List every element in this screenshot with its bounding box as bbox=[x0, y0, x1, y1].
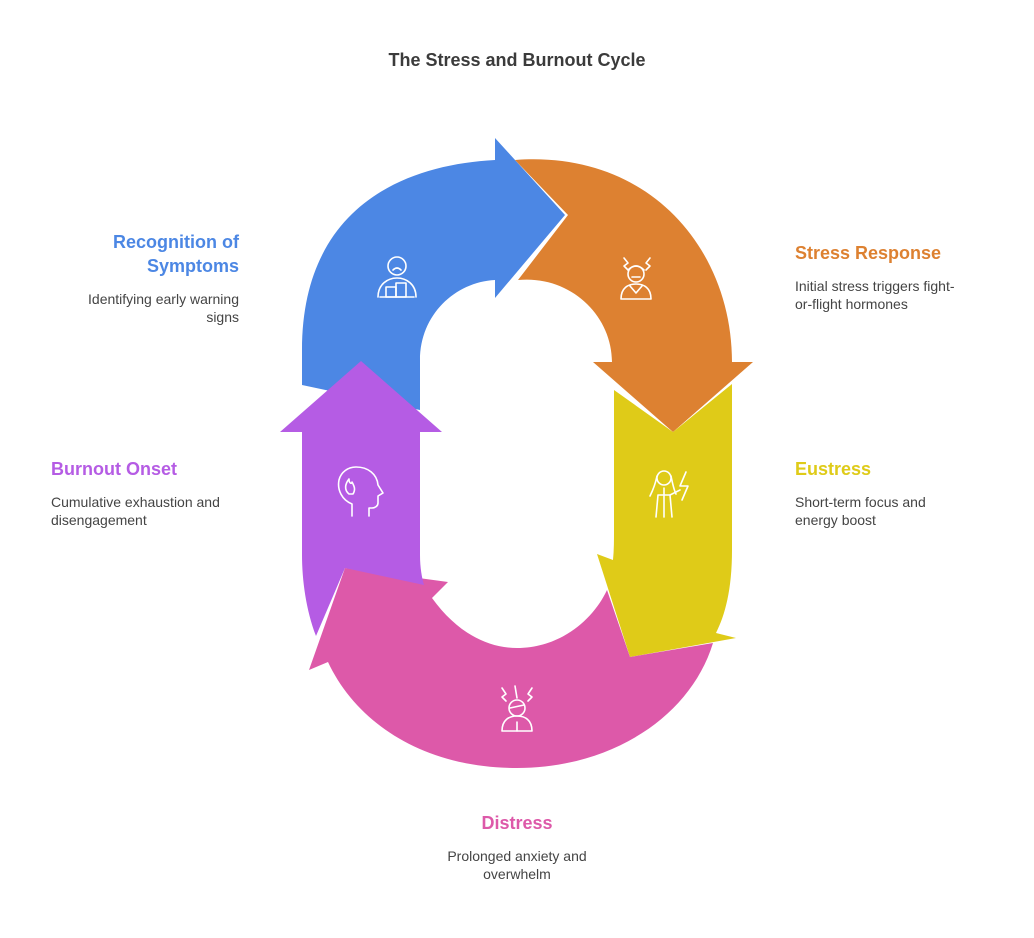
recognition-desc-line2: signs bbox=[206, 309, 239, 325]
energized-person-icon bbox=[649, 470, 689, 518]
recognition-label-line1: Recognition of bbox=[113, 232, 239, 252]
distress-description: Prolonged anxiety and overwhelm bbox=[367, 847, 667, 883]
person-at-desk-icon bbox=[377, 256, 417, 298]
recognition-desc-line1: Identifying early warning bbox=[88, 291, 239, 307]
arrow-distress bbox=[309, 568, 713, 768]
recognition-label-line2: Symptoms bbox=[146, 256, 239, 276]
stressed-woman-icon bbox=[620, 257, 652, 300]
arrow-burnout bbox=[280, 361, 442, 636]
burnout-description: Cumulative exhaustion and disengagement bbox=[51, 493, 271, 529]
eustress-description: Short-term focus and energy boost bbox=[795, 493, 1015, 529]
anxious-person-icon bbox=[501, 685, 533, 732]
arrow-stress-response bbox=[515, 159, 753, 432]
arrow-eustress bbox=[597, 384, 736, 657]
diagram-title: The Stress and Burnout Cycle bbox=[388, 50, 646, 70]
arrow-recognition bbox=[302, 138, 565, 410]
burnout-desc-line1: Cumulative exhaustion and bbox=[51, 494, 220, 510]
distress-label: Distress bbox=[481, 813, 553, 833]
stress-response-desc-line1: Initial stress triggers fight- bbox=[795, 278, 955, 294]
eustress-desc-line2: energy boost bbox=[795, 512, 876, 528]
stress-response-desc-line2: or-flight hormones bbox=[795, 296, 908, 312]
recognition-description: Identifying early warning signs bbox=[40, 290, 239, 326]
burnout-label: Burnout Onset bbox=[51, 459, 177, 479]
stress-response-description: Initial stress triggers fight- or-flight… bbox=[795, 277, 1015, 313]
distress-desc-line1: Prolonged anxiety and bbox=[447, 848, 587, 864]
stress-response-label: Stress Response bbox=[795, 243, 942, 263]
eustress-label: Eustress bbox=[795, 459, 872, 479]
recognition-label: Recognition of Symptoms bbox=[40, 230, 239, 278]
eustress-desc-line1: Short-term focus and bbox=[795, 494, 926, 510]
head-with-flame-icon bbox=[337, 466, 384, 517]
burnout-desc-line2: disengagement bbox=[51, 512, 147, 528]
distress-desc-line2: overwhelm bbox=[483, 866, 551, 882]
